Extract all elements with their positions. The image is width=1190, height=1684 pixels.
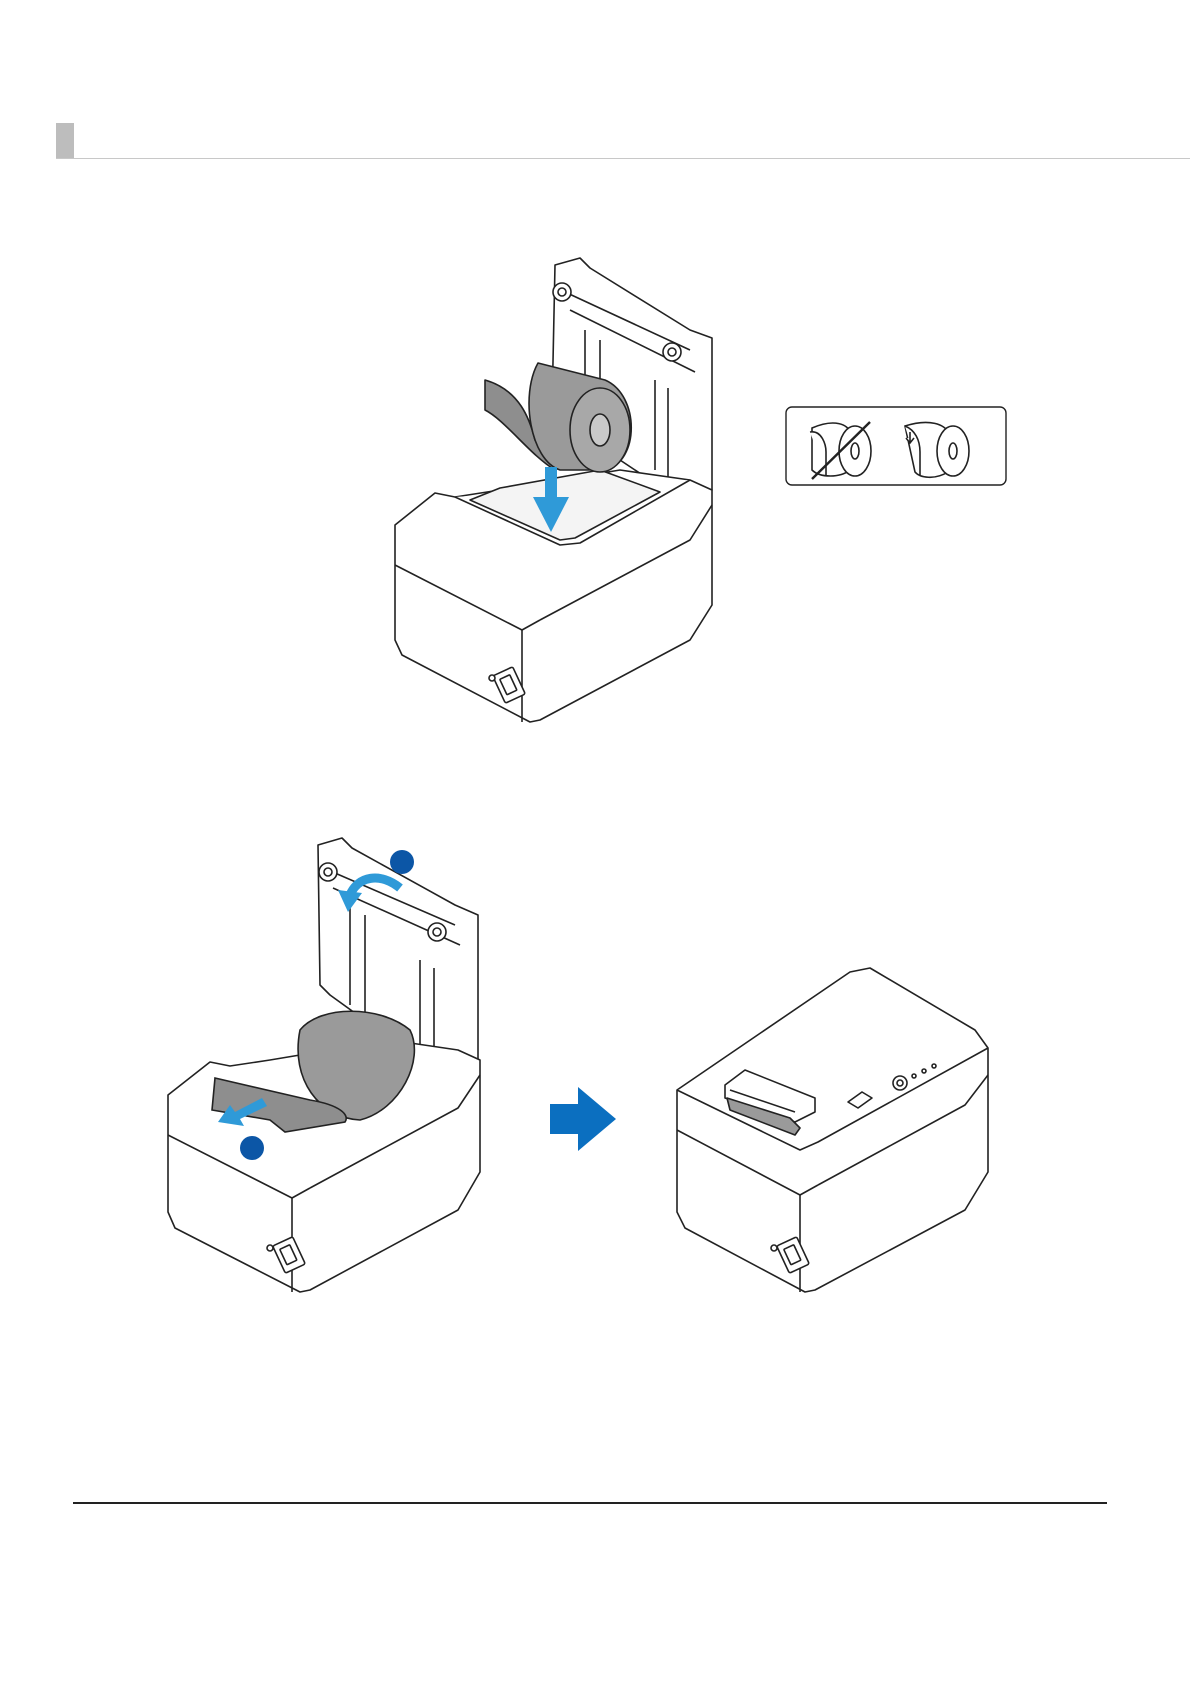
printer-closed-icon xyxy=(677,968,988,1292)
footer-rule xyxy=(73,1502,1107,1504)
